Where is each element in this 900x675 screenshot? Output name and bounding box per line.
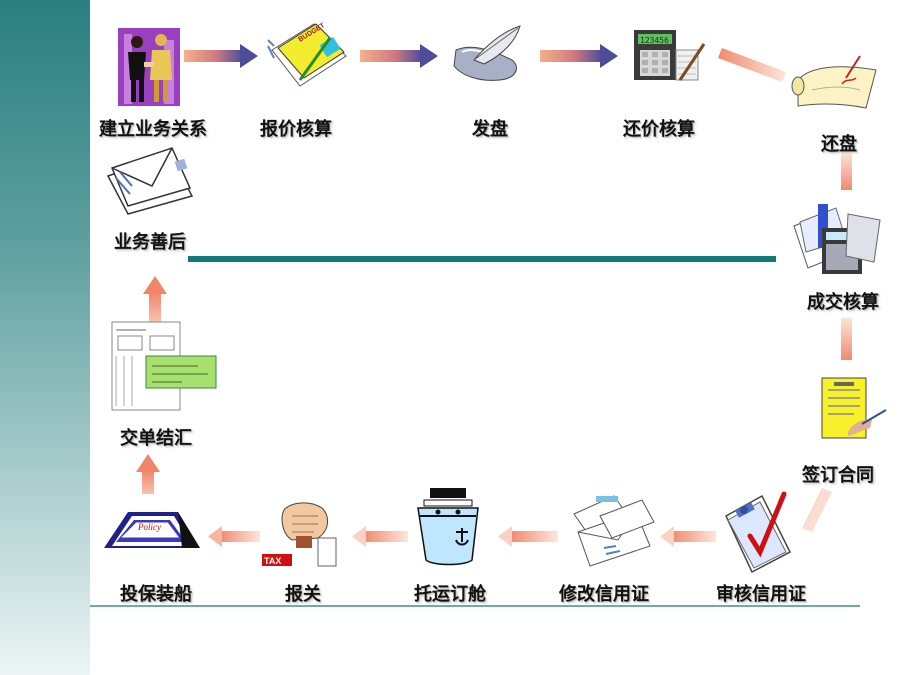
step-label: 发盘 — [472, 119, 508, 140]
step-label: 成交核算 — [807, 292, 879, 313]
arrow-down — [841, 152, 852, 190]
arrow-diagonal — [802, 488, 832, 532]
clipboard-check-icon — [725, 491, 791, 574]
arrow-right — [184, 44, 258, 68]
mail-envelopes-icon — [573, 495, 655, 567]
step-label: 报价核算 — [260, 119, 332, 140]
arrow-left — [208, 526, 260, 547]
budget-document-icon: BUDGET — [267, 22, 347, 87]
documents-check-icon — [111, 321, 217, 411]
step-label: 还盘 — [821, 134, 857, 155]
arrow-left — [352, 526, 408, 547]
policy-text: Policy — [137, 522, 161, 532]
step-label: 审核信用证 — [716, 584, 806, 605]
step-label: 还价核算 — [623, 119, 695, 140]
arrow-left — [660, 526, 716, 547]
sidebar-gradient — [0, 0, 90, 675]
arrow-up — [136, 454, 160, 494]
arrow-left — [498, 526, 558, 547]
contract-icon — [821, 377, 887, 439]
step-label: 修改信用证 — [559, 584, 649, 605]
step-label: 投保装船 — [120, 584, 192, 605]
arrow-diagonal — [718, 48, 786, 82]
ship-icon — [417, 488, 479, 566]
customs-stamp-icon: TAX — [262, 502, 337, 567]
step-label: 业务善后 — [114, 232, 186, 253]
step-label: 建立业务关系 — [99, 119, 207, 140]
arrow-down — [841, 318, 852, 360]
calculator-icon: 123456 — [634, 30, 706, 81]
step-label: 签订合同 — [802, 465, 874, 486]
envelope-stack-icon — [106, 147, 194, 215]
arrow-up — [143, 276, 167, 322]
calculator-display: 123456 — [640, 36, 669, 45]
arrow-right — [360, 44, 438, 68]
files-calculator-icon — [793, 204, 881, 274]
quill-icon — [453, 25, 521, 81]
step-label: 托运订舱 — [414, 584, 486, 605]
signature-scroll-icon — [791, 55, 877, 109]
step-label: 交单结汇 — [120, 428, 192, 449]
arrow-right — [540, 44, 618, 68]
tax-text: TAX — [264, 556, 281, 566]
business-handshake-icon — [118, 28, 180, 106]
insurance-policy-icon: Policy — [104, 512, 200, 548]
step-label: 报关 — [285, 584, 321, 605]
